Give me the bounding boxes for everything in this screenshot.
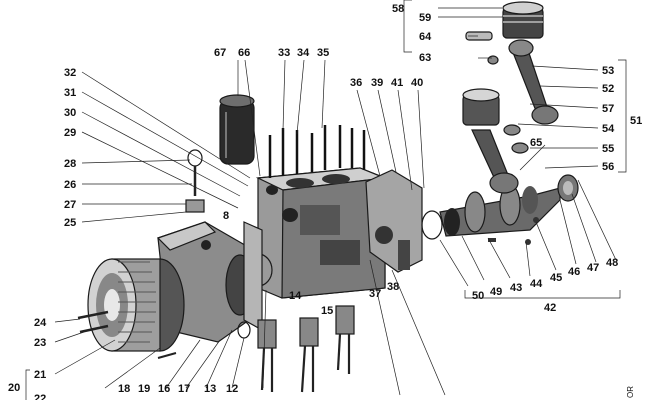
callout-34: 34	[297, 47, 310, 59]
callout-25: 25	[64, 217, 76, 229]
callout-30: 30	[64, 107, 76, 119]
callout-51: 51	[630, 115, 642, 127]
callout-65: 65	[530, 137, 542, 149]
callout-50: 50	[472, 290, 484, 302]
callout-53: 53	[602, 65, 614, 77]
callout-23: 23	[34, 337, 46, 349]
oil-seal-12	[237, 321, 251, 339]
callout-40: 40	[411, 77, 423, 89]
callout-47: 47	[587, 262, 599, 274]
callout-31: 31	[64, 87, 76, 99]
callout-27: 27	[64, 199, 76, 211]
callout-49: 49	[490, 286, 502, 298]
callout-8: 8	[223, 210, 229, 222]
callout-24: 24	[34, 317, 47, 329]
key-49	[488, 238, 496, 242]
engine-parts-illustration	[77, 1, 579, 393]
callout-36: 36	[350, 77, 362, 89]
callout-56: 56	[602, 161, 614, 173]
callout-41: 41	[391, 77, 403, 89]
callout-15: 15	[321, 305, 333, 317]
main-bearing-caps	[257, 305, 355, 349]
callout-42: 42	[544, 302, 556, 314]
flywheel-bolts	[77, 310, 109, 334]
callout-59: 59	[419, 12, 431, 24]
callout-17: 17	[178, 383, 190, 395]
nut-46	[533, 217, 539, 223]
callout-13: 13	[204, 383, 216, 395]
connecting-rod-upper	[508, 39, 559, 125]
callout-55: 55	[602, 143, 614, 155]
callout-67: 67	[214, 47, 226, 59]
callout-66: 66	[238, 47, 250, 59]
head-studs	[268, 125, 366, 178]
callout-35: 35	[317, 47, 329, 59]
piston-upper	[502, 1, 544, 39]
callout-63: 63	[419, 52, 431, 64]
callout-33: 33	[278, 47, 290, 59]
callout-43: 43	[510, 282, 522, 294]
flywheel	[87, 258, 185, 352]
callout-37: 37	[369, 288, 381, 300]
callout-20: 20	[8, 382, 20, 394]
callout-39: 39	[371, 77, 383, 89]
lifting-eye	[185, 149, 205, 213]
callout-14: 14	[289, 290, 302, 302]
callout-38: 38	[387, 281, 399, 293]
callout-54: 54	[602, 123, 615, 135]
crank-gear	[557, 174, 579, 202]
callout-22: 22	[34, 393, 46, 400]
leader-lines	[54, 7, 617, 396]
callout-57: 57	[602, 103, 614, 115]
callout-58: 58	[392, 3, 404, 15]
callout-21: 21	[34, 369, 46, 381]
front-cover-plate	[365, 169, 423, 273]
engine-block	[255, 167, 386, 299]
cylinder-liner	[219, 94, 255, 165]
callout-45: 45	[550, 272, 562, 284]
callout-29: 29	[64, 127, 76, 139]
callout-52: 52	[602, 83, 614, 95]
callout-18: 18	[118, 383, 130, 395]
crankshaft	[439, 184, 561, 237]
callout-64: 64	[419, 31, 432, 43]
figure-code-or: OR	[626, 386, 635, 398]
callout-16: 16	[158, 383, 170, 395]
callout-26: 26	[64, 179, 76, 191]
connecting-rod-lower	[471, 129, 519, 194]
callout-labels: 58 59 64 63 53 52 57 54 51 65 55 56 67 6…	[8, 3, 642, 400]
seal-ring	[421, 210, 443, 240]
callout-12: 12	[226, 383, 238, 395]
small-bolt-18	[157, 352, 177, 359]
callout-32: 32	[64, 67, 76, 79]
callout-46: 46	[568, 266, 580, 278]
brackets	[25, 0, 627, 400]
callout-44: 44	[530, 278, 543, 290]
callout-48: 48	[606, 257, 618, 269]
piston-lower	[462, 88, 500, 126]
callout-28: 28	[64, 158, 76, 170]
piston-pin	[465, 31, 493, 41]
callout-19: 19	[138, 383, 150, 395]
